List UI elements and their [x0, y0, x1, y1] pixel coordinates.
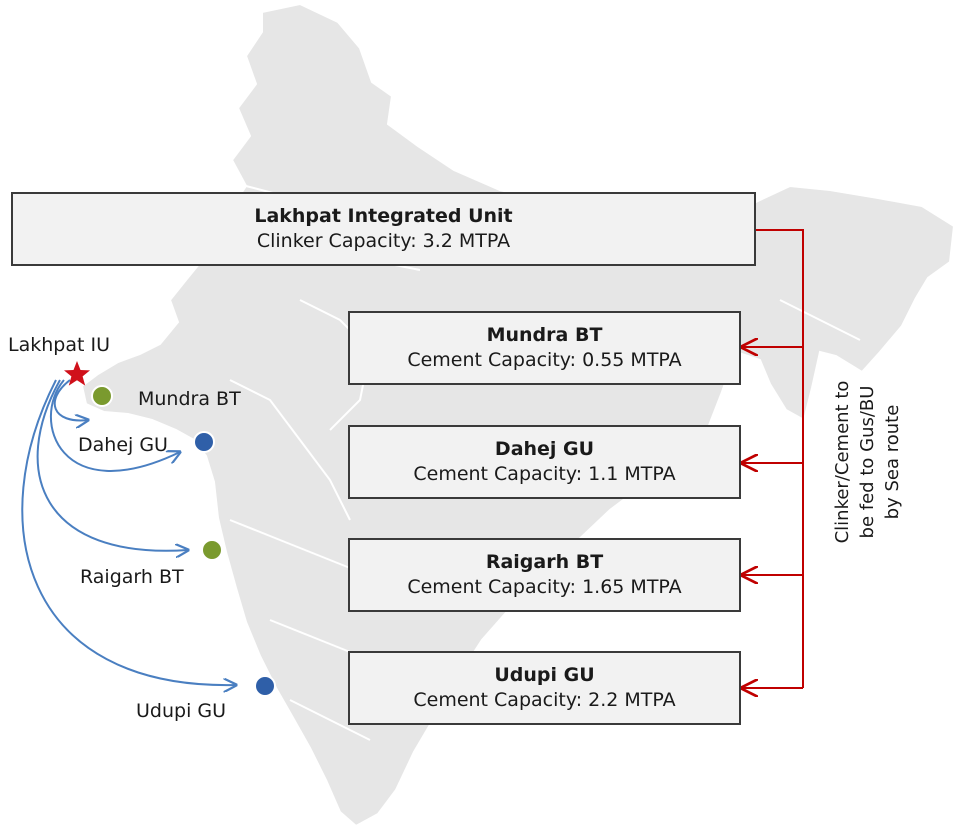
unit-box-raigarh: Raigarh BT Cement Capacity: 1.65 MTPA	[348, 538, 741, 612]
unit-title: Dahej GU	[494, 438, 595, 461]
raigarh-marker-icon	[201, 539, 223, 561]
sea-route-note-line: Clinker/Cement to	[832, 380, 854, 544]
unit-capacity: Cement Capacity: 2.2 MTPA	[413, 689, 676, 711]
dahej-marker-icon	[193, 431, 215, 453]
udupi-marker-icon	[254, 675, 276, 697]
dahej-label: Dahej GU	[78, 434, 168, 456]
unit-box-dahej: Dahej GU Cement Capacity: 1.1 MTPA	[348, 425, 741, 499]
unit-title: Udupi GU	[494, 664, 595, 687]
unit-box-udupi: Udupi GU Cement Capacity: 2.2 MTPA	[348, 651, 741, 725]
integrated-unit-title: Lakhpat Integrated Unit	[254, 205, 513, 228]
sea-route-note-line: be fed to Gus/BU	[857, 385, 879, 539]
mundra-label: Mundra BT	[138, 388, 241, 410]
sea-route-note: Clinker/Cement to be fed to Gus/BU by Se…	[830, 381, 906, 544]
unit-title: Mundra BT	[486, 324, 603, 347]
integrated-unit-box: Lakhpat Integrated Unit Clinker Capacity…	[11, 192, 756, 266]
unit-box-mundra: Mundra BT Cement Capacity: 0.55 MTPA	[348, 311, 741, 385]
connector-bracket	[742, 229, 804, 688]
sea-route-arrows	[21, 379, 236, 685]
integrated-unit-capacity: Clinker Capacity: 3.2 MTPA	[256, 230, 511, 252]
unit-title: Raigarh BT	[485, 551, 604, 574]
lakhpat-label: Lakhpat IU	[8, 334, 110, 356]
sea-route-note-line: by Sea route	[882, 404, 904, 520]
lakhpat-star-icon	[64, 361, 90, 386]
raigarh-label: Raigarh BT	[80, 566, 184, 588]
unit-capacity: Cement Capacity: 0.55 MTPA	[407, 349, 682, 371]
udupi-label: Udupi GU	[136, 700, 227, 722]
mundra-marker-icon	[91, 385, 113, 407]
unit-capacity: Cement Capacity: 1.1 MTPA	[413, 463, 676, 485]
unit-capacity: Cement Capacity: 1.65 MTPA	[407, 576, 682, 598]
